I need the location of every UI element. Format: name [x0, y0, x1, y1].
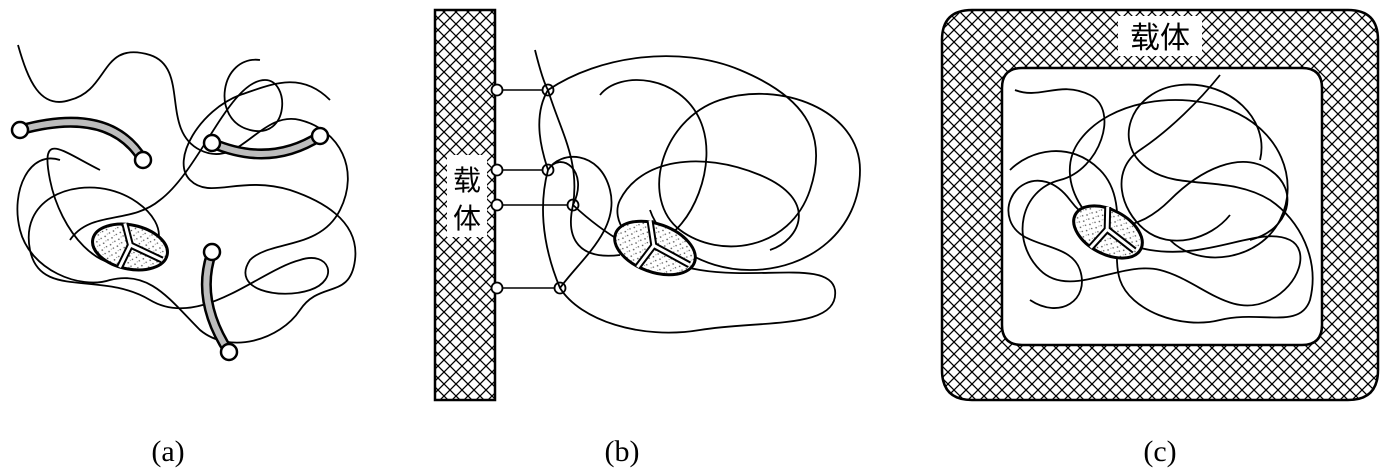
polymer-chain	[1014, 88, 1302, 307]
link-node	[133, 150, 153, 170]
linker-bonds	[497, 89, 573, 289]
crosslinker-rod	[17, 119, 146, 163]
link-node	[219, 342, 239, 362]
carrier-label: 载体	[1130, 21, 1190, 56]
polymer-chain	[1009, 83, 1314, 324]
link-node	[490, 83, 504, 97]
polymer-chain	[1007, 161, 1289, 309]
enzyme-ellipse	[91, 222, 169, 272]
link-node	[490, 198, 504, 212]
panel-a	[10, 44, 357, 362]
polymer-chain	[16, 81, 357, 344]
carrier-label-box	[447, 155, 487, 237]
link-node	[202, 133, 222, 153]
enzyme-ellipse	[613, 219, 697, 277]
polymer-chain	[1120, 74, 1231, 242]
crosslinker-rod	[209, 133, 323, 157]
crosslinker-rod	[203, 249, 232, 355]
enzyme-ellipse	[1072, 204, 1144, 260]
carrier-label-box	[1118, 16, 1202, 56]
polymer-chain	[69, 59, 284, 241]
polymer-chain	[547, 89, 621, 257]
caption-c: (c)	[1143, 435, 1177, 468]
polymer-chain	[534, 49, 861, 271]
carrier-frame	[940, 8, 1380, 402]
link-node	[10, 120, 30, 140]
link-node	[490, 281, 504, 295]
link-node	[310, 126, 330, 146]
panel-b: 载 体	[433, 8, 861, 402]
caption-b: (b)	[604, 435, 640, 468]
polymer-chain	[538, 89, 836, 334]
caption-a: (a)	[151, 435, 185, 468]
carrier-label-char: 载	[453, 164, 481, 197]
panel-c: 载体	[940, 8, 1380, 402]
link-node	[490, 163, 504, 177]
carrier-label-char: 体	[453, 202, 481, 235]
link-node	[202, 242, 222, 262]
